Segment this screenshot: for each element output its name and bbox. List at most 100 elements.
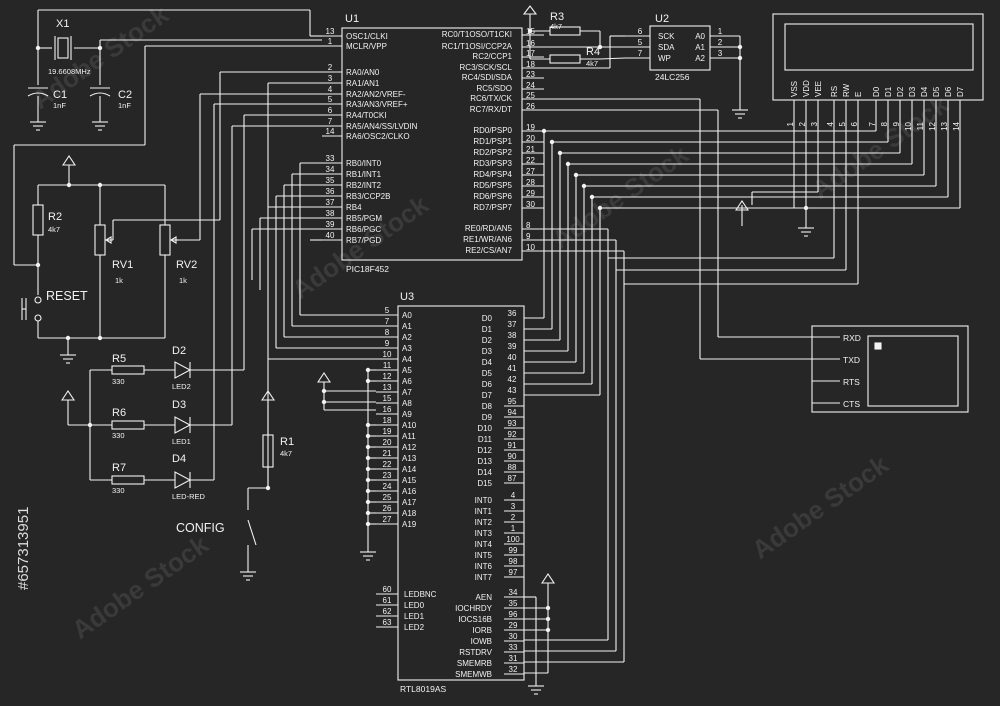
r1-value: 4k7 (280, 449, 292, 458)
u1-pin-number: 17 (526, 49, 535, 58)
u1-pin-name: RB7/PGD (346, 236, 381, 245)
u1-ref: U1 (345, 13, 359, 25)
u3-pin-number: 88 (508, 463, 517, 472)
u3-pin-name: SMEMRB (457, 659, 492, 668)
lcd-pin-number: 8 (880, 121, 889, 126)
u1-pin-number: 1 (328, 37, 333, 46)
u3-pin-name: A14 (402, 465, 417, 474)
u1-pin-number: 25 (526, 91, 535, 100)
r7-value: 330 (112, 486, 125, 495)
u1-pin-name: RA2/AN2/VREF- (346, 90, 406, 99)
u3-pin-name: INT1 (475, 507, 493, 516)
u1-pin-name: RD5/PSP5 (473, 181, 512, 190)
u3-pin-number: 92 (508, 430, 517, 439)
u1-pin-name: RA4/T0CKI (346, 111, 386, 120)
u3-pin-name: D0 (482, 314, 493, 323)
config-label: CONFIG (176, 521, 225, 535)
u3-pin-name: SMEMWB (455, 670, 492, 679)
u3-pin-name: D2 (482, 336, 493, 345)
u1-pin-number: 20 (526, 134, 535, 143)
u1-pin-name: RB6/PGC (346, 225, 381, 234)
u3-pin-name: A11 (402, 432, 416, 441)
u1-pin-number: 16 (526, 39, 535, 48)
u3-pin-name: IOCHRDY (455, 604, 493, 613)
u3-pin-number: 20 (383, 438, 392, 447)
u1-pin-number: 30 (526, 200, 535, 209)
u2-pin-name: A1 (695, 43, 705, 52)
u3-pin-name: A10 (402, 421, 417, 430)
u3-pin-number: 22 (383, 460, 392, 469)
u3-pin-number: 63 (383, 618, 392, 627)
u1-pin-name: RA5/AN4/SS/LVDIN (346, 122, 418, 131)
u3-pin-name: D12 (477, 446, 492, 455)
u3-pin-number: 11 (383, 361, 392, 370)
u1-part: PIC18F452 (346, 264, 389, 274)
u3-pin-number: 2 (511, 513, 516, 522)
c1-value: 1nF (53, 101, 66, 110)
u3-pin-number: 93 (508, 419, 517, 428)
u1-pin-number: 3 (328, 74, 333, 83)
u3-pin-name: D8 (482, 402, 493, 411)
u3-pin-number: 96 (509, 610, 518, 619)
rv1-ref: RV1 (112, 259, 133, 271)
u3-pin-name: D14 (477, 468, 492, 477)
u1-pin-number: 38 (326, 209, 335, 218)
u3-part: RTL8019AS (400, 684, 446, 694)
u3-pin-name: D11 (478, 435, 493, 444)
r2-value: 4k7 (48, 225, 60, 234)
u2-pin-name: SCK (658, 32, 675, 41)
u1-pin-number: 37 (326, 198, 335, 207)
lcd-pin-name: D4 (920, 86, 929, 97)
u3-pin-number: 41 (508, 364, 517, 373)
u3-pin-number: 7 (385, 317, 390, 326)
u1-pin-number: 33 (326, 154, 335, 163)
u1-pin-name: RE2/CS/AN7 (465, 246, 512, 255)
u3-pin-number: 8 (385, 328, 390, 337)
u1-pin-name: RD0/PSP0 (473, 126, 512, 135)
rv2-ref: RV2 (176, 259, 197, 271)
u3-pin-number: 24 (383, 482, 392, 491)
u3-pin-number: 34 (509, 588, 518, 597)
u1-pin-name: RC3/SCK/SCL (460, 63, 513, 72)
serial-pin-name: CTS (843, 399, 860, 409)
u3-ref: U3 (400, 291, 414, 303)
u2-pin-name: A0 (695, 32, 705, 41)
r4-value: 4k7 (586, 59, 598, 68)
u1-pin-number: 27 (526, 167, 535, 176)
lcd-pin-name: D2 (896, 86, 905, 97)
u3-pin-number: 33 (509, 643, 518, 652)
u3-pin-name: A7 (402, 388, 412, 397)
u3-pin-number: 60 (383, 585, 392, 594)
u1-pin-number: 24 (526, 81, 535, 90)
u1-pin-name: RE1/WR/AN6 (463, 235, 512, 244)
u3-pin-name: D10 (477, 424, 492, 433)
u3-pin-number: 9 (385, 339, 390, 348)
u3-pin-name: LED2 (404, 623, 425, 632)
lcd-pin-name: RS (830, 86, 839, 97)
u3-pin-name: LEDBNC (404, 590, 437, 599)
u1-pin-name: RA3/AN3/VREF+ (346, 100, 408, 109)
c1-ref: C1 (53, 89, 67, 101)
u1-body (341, 27, 523, 261)
u2-part: 24LC256 (655, 72, 690, 82)
u3-pin-name: INT2 (475, 518, 493, 527)
u1-pin-number: 15 (526, 27, 535, 36)
u1-pin-number: 26 (526, 102, 535, 111)
u1-pin-name: RD4/PSP4 (473, 170, 512, 179)
u3-pin-name: INT7 (475, 573, 493, 582)
u3-pin-name: D3 (482, 347, 493, 356)
u2-pin-number: 6 (638, 27, 643, 36)
lcd-pin-name: D5 (932, 86, 941, 97)
u1-pin-number: 18 (526, 60, 535, 69)
lcd-pin-number: 5 (838, 121, 847, 126)
u3-pin-number: 25 (383, 493, 392, 502)
u1-pin-number: 8 (526, 221, 531, 230)
lcd-pin-name: D3 (908, 86, 917, 97)
u1-pin-number: 36 (326, 187, 335, 196)
r6-value: 330 (112, 431, 125, 440)
u3-pin-name: D6 (482, 380, 493, 389)
x1-ref: X1 (56, 18, 69, 30)
